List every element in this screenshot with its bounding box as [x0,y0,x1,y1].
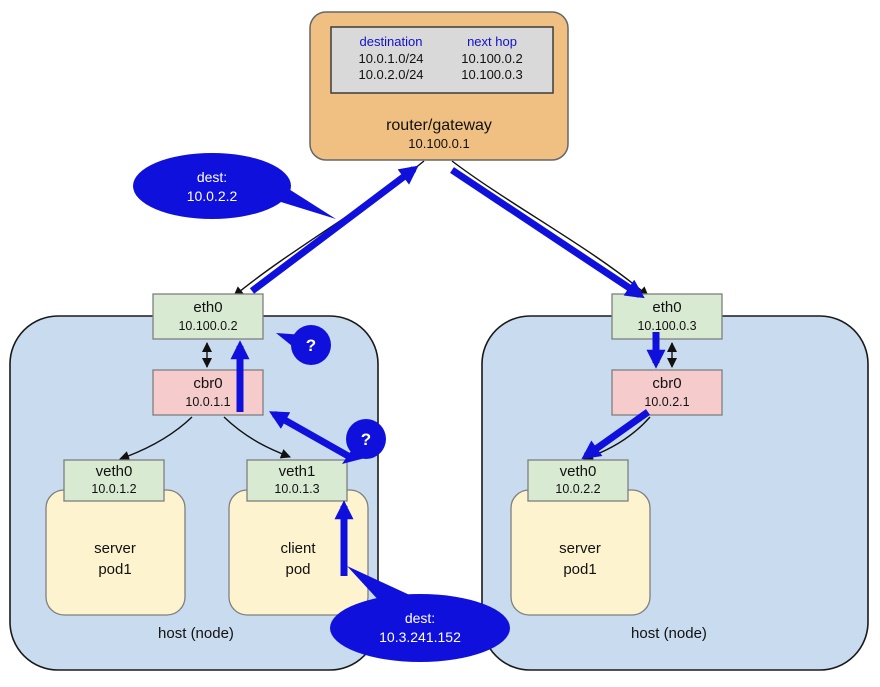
left-cbr0-name: cbr0 [193,375,222,392]
right-veth0-ip: 10.0.2.2 [555,482,600,496]
question-callout-eth0: ? [276,325,331,365]
left-veth0-name: veth0 [96,463,133,480]
right-eth0-box [611,293,723,340]
left-veth1-ip: 10.0.1.3 [274,482,319,496]
routing-table-header-next-hop: next hop [467,34,517,49]
routing-table-row1-destination: 10.0.1.0/24 [358,51,423,66]
left-client-pod-label-line1: client [280,540,316,557]
right-eth0-name: eth0 [652,299,681,316]
router-ip: 10.100.0.1 [408,136,469,151]
dest-callout-top-line1: dest: [197,169,227,185]
left-host-label: host (node) [158,625,234,642]
dest-callout-bottom-line2: 10.3.241.152 [379,629,461,645]
question-callout-veth1: ? [342,419,386,464]
left-cbr0-box [152,369,264,416]
left-veth0-box [63,459,165,502]
question-callout-eth0-bubble [291,325,331,365]
routing-table-row1-next-hop: 10.100.0.2 [461,51,522,66]
flow-arrow-right-cbr0-to-veth0 [581,409,651,460]
routing-table-header-destination: destination [360,34,423,49]
router-label: router/gateway [386,117,492,134]
flow-arrow-router-to-right-eth0 [450,167,645,299]
left-server-pod-label-line2: pod1 [98,561,131,578]
routing-table-row2-destination: 10.0.2.0/24 [358,67,423,82]
dest-callout-top: dest: 10.0.2.2 [133,153,336,219]
link-router-to-right-eth0 [451,160,649,297]
routing-table [330,26,554,94]
link-left-cbr0-veth1 [223,416,291,459]
left-veth1-box [246,459,348,502]
right-veth0-name: veth0 [560,463,597,480]
dest-callout-top-line2: 10.0.2.2 [187,188,238,204]
dest-callout-bottom-tail [347,566,414,604]
right-host-label: host (node) [631,625,707,642]
right-veth0-box [527,459,629,502]
right-eth0-ip: 10.100.0.3 [637,319,696,333]
right-cbr0-box [611,369,723,416]
question-callout-eth0-text: ? [306,336,316,355]
right-cbr0-name: cbr0 [652,375,681,392]
right-server-pod-label-line2: pod1 [563,561,596,578]
right-server-pod-label-line1: server [559,540,601,557]
right-cbr0-ip: 10.0.2.1 [644,395,689,409]
left-veth1-name: veth1 [279,463,316,480]
routing-table-row2-next-hop: 10.100.0.3 [461,67,522,82]
link-left-cbr0-veth0 [119,416,193,461]
dest-callout-bottom-bubble [330,594,510,662]
dest-callout-top-bubble [133,153,291,219]
question-callout-veth1-text: ? [361,430,371,449]
flow-arrow-veth1-to-cbr0 [269,410,352,461]
flow-arrow-eth0-to-router [249,165,419,294]
left-eth0-name: eth0 [193,299,222,316]
dest-callout-bottom-line1: dest: [405,610,435,626]
dest-callout-bottom: dest: 10.3.241.152 [330,566,510,662]
question-callout-veth1-bubble [346,419,386,459]
left-eth0-ip: 10.100.0.2 [178,319,237,333]
left-eth0-box [152,293,264,340]
left-veth0-ip: 10.0.1.2 [91,482,136,496]
left-cbr0-ip: 10.0.1.1 [185,395,230,409]
left-client-pod-label-line2: pod [285,561,310,578]
left-server-pod-label-line1: server [94,540,136,557]
